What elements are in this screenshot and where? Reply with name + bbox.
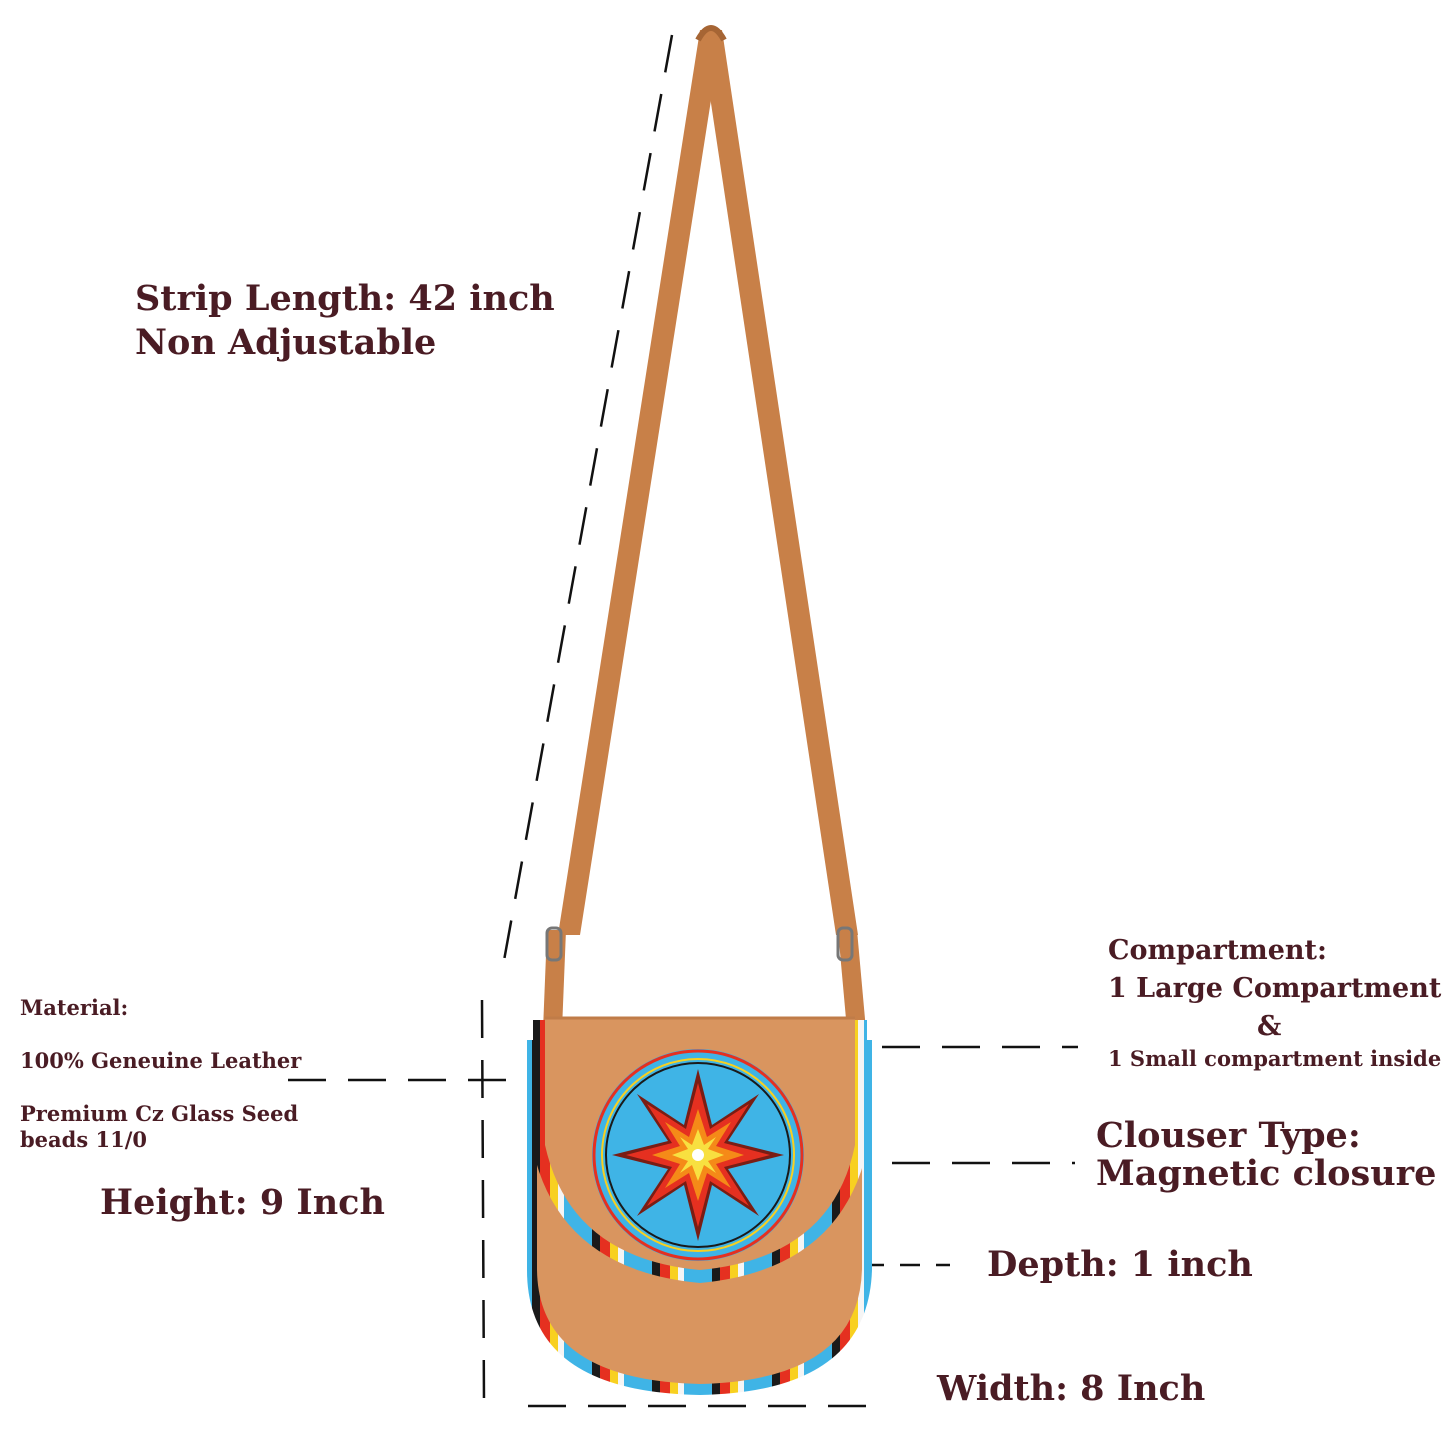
strap-tab-right (838, 930, 866, 1030)
ring-left (545, 926, 563, 962)
compartment-title: Compartment: (1108, 935, 1327, 966)
closure-value: Magnetic closure (1096, 1153, 1437, 1194)
strap-right (700, 30, 858, 935)
closure-title: Clouser Type: (1096, 1115, 1361, 1156)
compartment-large: 1 Large Compartment (1108, 973, 1442, 1004)
beaded-medallion (592, 1049, 804, 1261)
compartment-small: 1 Small compartment inside (1108, 1046, 1442, 1071)
material-leather: 100% Geneuine Leather (20, 1048, 302, 1073)
material-beads-line1: Premium Cz Glass Seed (20, 1101, 299, 1126)
strip-length-label: Strip Length: 42 inch (135, 278, 555, 319)
strap-left (558, 30, 722, 935)
strap-length-guide (501, 34, 674, 967)
depth-label: Depth: 1 inch (987, 1244, 1253, 1285)
dimension-guides (288, 34, 1078, 1408)
height-label: Height: 9 Inch (100, 1182, 385, 1223)
compartment-and: & (1257, 1011, 1282, 1042)
shoulder-strap (543, 25, 866, 1030)
material-title: Material: (20, 995, 129, 1020)
width-label: Width: 8 Inch (937, 1368, 1206, 1409)
strip-adjustable-label: Non Adjustable (135, 322, 437, 363)
eight-point-star-icon (612, 1069, 784, 1241)
material-beads-line2: beads 11/0 (20, 1127, 147, 1152)
ring-right (836, 926, 854, 962)
strap-top-loop (695, 25, 727, 42)
height-guide (480, 999, 486, 1404)
